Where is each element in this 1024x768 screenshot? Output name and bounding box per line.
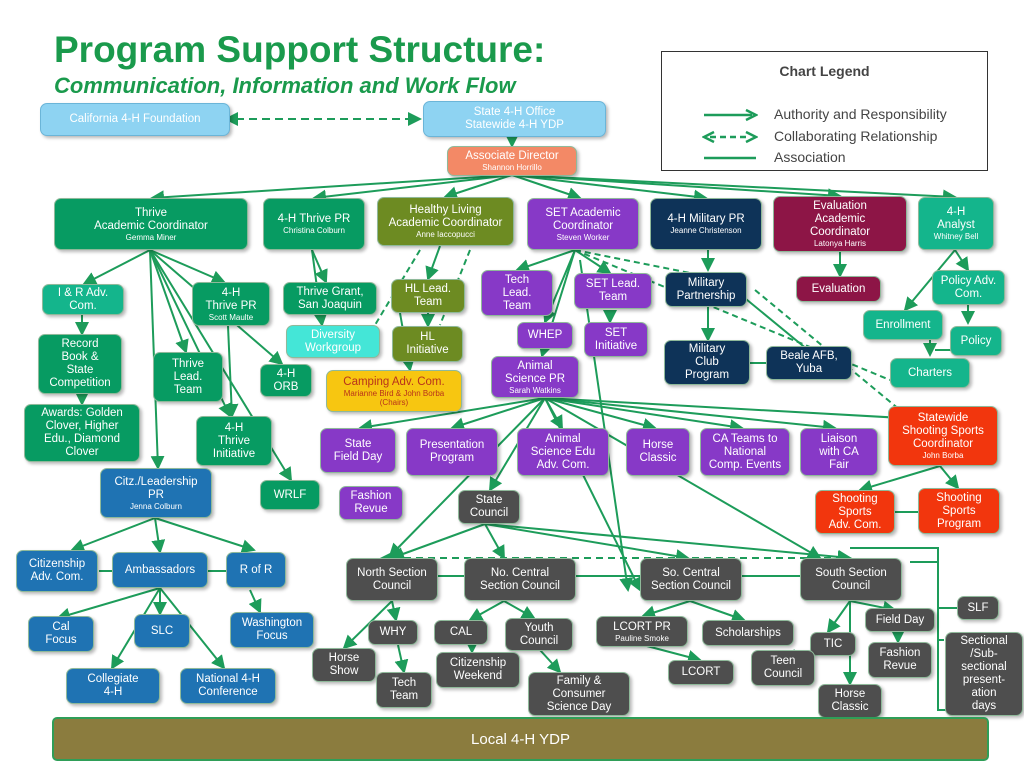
node-cal[interactable]: CAL (434, 620, 488, 645)
page-subtitle: Communication, Information and Work Flow (54, 73, 516, 98)
node-policy-adv-com[interactable]: Policy Adv. Com. (932, 270, 1005, 305)
node-record-book[interactable]: Record Book & State Competition (38, 334, 122, 394)
node-slf[interactable]: SLF (957, 596, 999, 620)
node-scholarships[interactable]: Scholarships (702, 620, 794, 646)
node-fashion-revue-south[interactable]: Fashion Revue (868, 642, 932, 678)
node-camping-adv-com[interactable]: Camping Adv. Com.Marianne Bird & John Bo… (326, 370, 462, 412)
node-liaison-ca-fair[interactable]: Liaison with CA Fair (800, 428, 878, 476)
node-collegiate-4h[interactable]: Collegiate 4-H (66, 668, 160, 704)
node-state-office[interactable]: State 4-H Office Statewide 4-H YDP (423, 101, 606, 137)
node-military-partnership[interactable]: Military Partnership (665, 272, 747, 307)
page-title: Program Support Structure: (54, 29, 546, 70)
node-tech-lead-team[interactable]: Tech Lead. Team (481, 270, 553, 316)
node-cal-focus[interactable]: Cal Focus (28, 616, 94, 652)
node-wrlf[interactable]: WRLF (260, 480, 320, 510)
node-ambassadors[interactable]: Ambassadors (112, 552, 208, 588)
node-family-consumer-science-day[interactable]: Family & Consumer Science Day (528, 672, 630, 716)
chart-legend: Chart Legend Authority and Responsibilit… (661, 51, 988, 171)
node-why[interactable]: WHY (368, 620, 418, 645)
legend-authority: Authority and Responsibility (774, 106, 947, 122)
node-military-club[interactable]: Military Club Program (664, 340, 750, 385)
node-slc[interactable]: SLC (134, 614, 190, 648)
node-horse-show[interactable]: Horse Show (312, 648, 376, 682)
node-state-field-day[interactable]: State Field Day (320, 428, 396, 473)
node-presentation-program[interactable]: Presentation Program (406, 428, 498, 476)
node-ir-adv-com[interactable]: I & R Adv. Com. (42, 284, 124, 315)
node-field-day[interactable]: Field Day (865, 608, 935, 632)
node-citizenship-weekend[interactable]: Citizenship Weekend (436, 652, 520, 688)
collaborating-arrow-icon (702, 130, 758, 144)
node-animal-science-edu[interactable]: Animal Science Edu Adv. Com. (517, 428, 609, 476)
node-hl-initiative[interactable]: HL Initiative (392, 326, 463, 362)
node-orb[interactable]: 4-H ORB (260, 364, 312, 397)
node-north-section-council[interactable]: North Section Council (346, 558, 438, 601)
node-sectional-days[interactable]: Sectional /Sub- sectional present- ation… (945, 632, 1023, 716)
node-beale-afb[interactable]: Beale AFB, Yuba (766, 346, 852, 380)
legend-title: Chart Legend (779, 63, 870, 79)
node-whep[interactable]: WHEP (517, 322, 573, 349)
node-youth-council[interactable]: Youth Council (505, 618, 573, 651)
node-national-conference[interactable]: National 4-H Conference (180, 668, 276, 704)
node-diversity-workgroup[interactable]: Diversity Workgroup (286, 325, 380, 358)
node-awards[interactable]: Awards: Golden Clover, Higher Edu., Diam… (24, 404, 140, 462)
legend-collaborating: Collaborating Relationship (774, 128, 938, 144)
node-thrive-initiative[interactable]: 4-H Thrive Initiative (196, 416, 272, 466)
node-so-central-section[interactable]: So. Central Section Council (640, 558, 742, 601)
node-lcort[interactable]: LCORT (668, 660, 734, 685)
node-south-section-council[interactable]: South Section Council (800, 558, 902, 601)
node-ca-teams[interactable]: CA Teams to National Comp. Events (700, 428, 790, 476)
node-enrollment[interactable]: Enrollment (863, 310, 943, 340)
node-teen-council[interactable]: Teen Council (751, 650, 815, 686)
node-tech-team[interactable]: Tech Team (376, 672, 432, 708)
node-washington-focus[interactable]: Washington Focus (230, 612, 314, 648)
node-horse-classic-state[interactable]: Horse Classic (626, 428, 690, 476)
node-california-foundation[interactable]: California 4-H Foundation (40, 103, 230, 136)
node-fashion-revue-state[interactable]: Fashion Revue (339, 486, 403, 520)
node-local-4h-ydp[interactable]: Local 4-H YDP (52, 717, 989, 761)
node-shooting-program[interactable]: Shooting Sports Program (918, 488, 1000, 534)
node-citizenship-adv-com[interactable]: Citizenship Adv. Com. (16, 550, 98, 592)
node-tic[interactable]: TIC (810, 632, 856, 656)
node-set-lead-team[interactable]: SET Lead. Team (574, 273, 652, 309)
node-horse-classic-south[interactable]: Horse Classic (818, 684, 882, 718)
node-evaluation[interactable]: Evaluation (796, 276, 881, 302)
association-line-icon (704, 156, 756, 160)
node-set-initiative[interactable]: SET Initiative (584, 322, 648, 357)
authority-arrow-icon (704, 108, 758, 122)
node-charters[interactable]: Charters (890, 358, 970, 388)
node-state-council[interactable]: State Council (458, 490, 520, 524)
node-thrive-lead-team[interactable]: Thrive Lead. Team (153, 352, 223, 402)
node-r-of-r[interactable]: R of R (226, 552, 286, 588)
node-thrive-grant[interactable]: Thrive Grant, San Joaquin (283, 282, 377, 315)
node-no-central-section[interactable]: No. Central Section Council (464, 558, 576, 601)
node-policy[interactable]: Policy (950, 326, 1002, 356)
node-hl-lead-team[interactable]: HL Lead. Team (391, 279, 465, 313)
node-shooting-adv-com[interactable]: Shooting Sports Adv. Com. (815, 490, 895, 534)
legend-association: Association (774, 149, 846, 165)
